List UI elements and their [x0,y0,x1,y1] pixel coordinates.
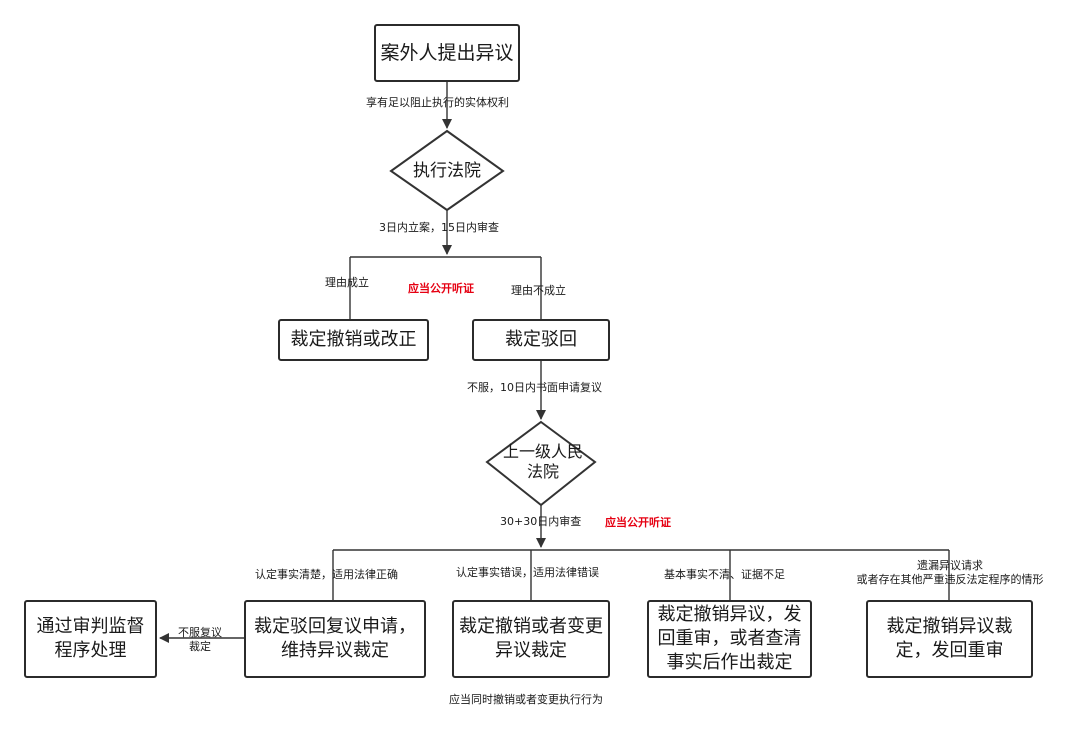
node-dismiss-review-text: 裁定驳回复议申请， 维持异议裁定 [254,616,416,661]
label-reason-invalid: 理由不成立 [511,284,566,297]
node-supervision-text: 通过审判监督 程序处理 [36,616,145,661]
node-retrial-or-clarify-text: 裁定撤销异议，发 回重审，或者查清 事实后作出裁定 [657,604,802,673]
label-case-wrong: 认定事实错误，适用法律错误 [456,566,599,579]
diamond-court-text: 执行法院 [413,161,481,181]
node-dismiss-review: 裁定驳回复议申请， 维持异议裁定 [244,600,426,678]
label-case-omission: 遗漏异议请求 或者存在其他严重违反法定程序的情形 [856,559,1044,586]
node-dismiss: 裁定驳回 [472,319,610,361]
node-revoke-or-change: 裁定撤销或者变更 异议裁定 [452,600,610,678]
label-hearing-2: 应当公开听证 [605,516,671,529]
label-case-unclear: 基本事实不清、证据不足 [664,568,785,581]
node-start: 案外人提出异议 [374,24,520,82]
node-revoke-retrial: 裁定撤销异议裁 定，发回重审 [866,600,1033,678]
node-supervision: 通过审判监督 程序处理 [24,600,157,678]
label-not-accept: 不服复议 裁定 [178,626,222,653]
label-revoke-enforcement: 应当同时撤销或者变更执行行为 [449,693,603,706]
node-revoke-or-correct-text: 裁定撤销或改正 [290,329,417,350]
label-entitlement: 享有足以阻止执行的实体权利 [366,96,509,109]
node-revoke-or-change-text: 裁定撤销或者变更 异议裁定 [459,616,603,661]
node-dismiss-text: 裁定驳回 [505,329,577,350]
label-timeline-first: 3日内立案，15日内审查 [379,221,499,234]
label-timeline-review: 30+30日内审查 [500,515,582,528]
label-reason-valid: 理由成立 [325,276,369,289]
node-retrial-or-clarify: 裁定撤销异议，发 回重审，或者查清 事实后作出裁定 [647,600,812,678]
node-revoke-or-correct: 裁定撤销或改正 [278,319,429,361]
label-case-correct: 认定事实清楚，适用法律正确 [255,568,398,581]
label-hearing-1: 应当公开听证 [408,282,474,295]
node-revoke-retrial-text: 裁定撤销异议裁 定，发回重审 [886,616,1013,661]
node-start-text: 案外人提出异议 [380,42,514,64]
diamond-upper-court-text: 上一级人民 法院 [502,442,583,481]
label-appeal: 不服，10日内书面申请复议 [467,381,602,394]
